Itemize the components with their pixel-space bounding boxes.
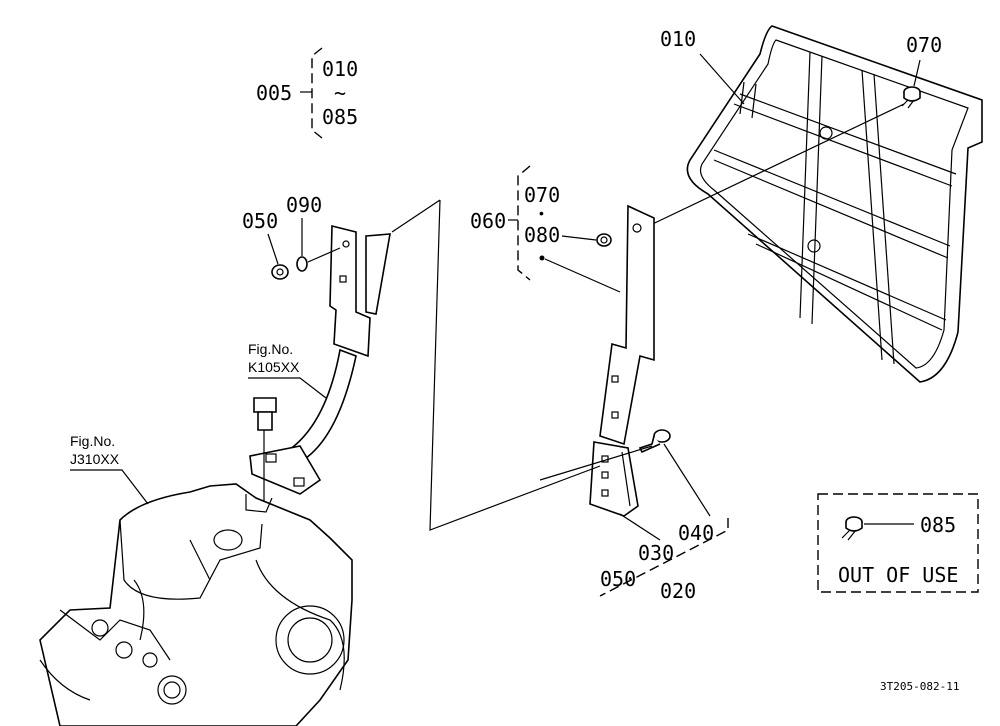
callout-010: 010 xyxy=(660,27,696,51)
out-of-use-part-label: 085 xyxy=(920,513,956,537)
lower-bracket-030: 030 xyxy=(589,441,674,565)
screw-070: 070 xyxy=(639,33,942,231)
group-005-label: 005 xyxy=(256,81,292,105)
callout-090: 090 xyxy=(286,193,322,217)
drawing-code: 3T205-082-11 xyxy=(880,680,959,693)
out-of-use-text: OUT OF USE xyxy=(838,563,958,587)
nut-050 xyxy=(271,264,289,280)
group-005-range-sep: ~ xyxy=(334,81,346,105)
callout-040: 040 xyxy=(678,521,714,545)
group-050-020-bracket: 050 020 xyxy=(599,518,729,603)
leader-lines xyxy=(429,199,601,531)
callout-020: 020 xyxy=(660,579,696,603)
callout-030: 030 xyxy=(638,541,674,565)
group-060-bracket: 060 070 • 080 xyxy=(470,165,621,293)
callout-050-bottom: 050 xyxy=(600,567,636,591)
panel-mount-hole-lower xyxy=(807,239,821,253)
callout-050-left: 050 xyxy=(242,209,278,233)
fig-ref-k105-line1: Fig.No. xyxy=(248,341,293,357)
fig-ref-k105-line2: K105XX xyxy=(248,359,300,375)
group-060-marker-dot xyxy=(539,255,545,261)
left-bracket: 050 090 Fig.No. K105XX xyxy=(242,193,391,506)
out-of-use-box: 085 OUT OF USE xyxy=(817,493,979,593)
group-060-label: 060 xyxy=(470,209,506,233)
grille-panel-010: 010 xyxy=(660,25,983,383)
group-005-range-end: 085 xyxy=(322,105,358,129)
panel-mount-hole-upper xyxy=(819,126,833,140)
nut-080 xyxy=(596,233,612,247)
group-005-bracket: 005 010 ~ 085 xyxy=(256,47,358,139)
callout-070: 070 xyxy=(906,33,942,57)
right-bracket xyxy=(561,204,655,446)
group-005-range-start: 010 xyxy=(322,57,358,81)
group-060-item-b: 080 xyxy=(524,223,560,247)
washer-090 xyxy=(296,256,308,272)
group-060-dot: • xyxy=(539,205,544,221)
fig-ref-j310-line2: J310XX xyxy=(70,451,120,467)
group-060-item-a: 070 xyxy=(524,183,560,207)
fig-ref-j310-line1: Fig.No. xyxy=(70,433,115,449)
transmission-housing: Fig.No. J310XX xyxy=(39,433,353,726)
